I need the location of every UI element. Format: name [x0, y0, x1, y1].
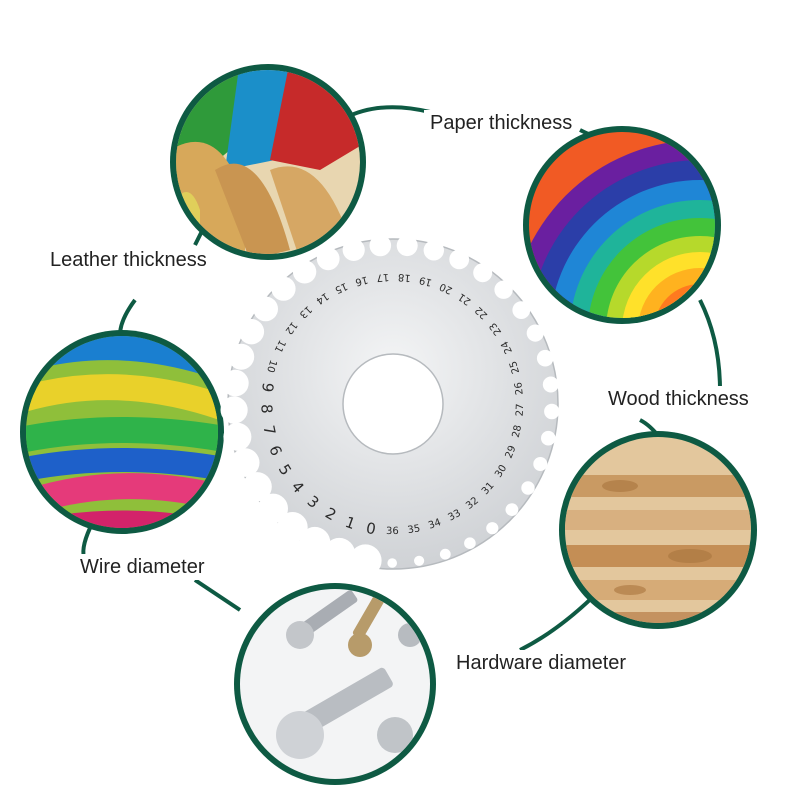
gauge-slot [299, 526, 331, 558]
gauge-slot [423, 240, 444, 261]
gauge-slot [223, 422, 252, 451]
gauge-number: 24 [499, 339, 515, 355]
gauge-slot [494, 280, 513, 299]
gauge-slot [387, 558, 398, 568]
gauge-number: 10 [264, 358, 278, 373]
gauge-number: 20 [438, 280, 454, 295]
gauge-slot [449, 249, 470, 270]
gauge-slot [316, 247, 340, 271]
gauge-number: 18 [398, 271, 412, 283]
gauge-center-hole [342, 353, 444, 455]
gauge-slots [220, 234, 560, 577]
gauge-number: 9 [258, 381, 277, 393]
gauge-slot [349, 544, 382, 577]
gauge-slot [277, 512, 308, 543]
gauge-slot [542, 376, 559, 393]
gauge-slot [253, 296, 278, 322]
gauge-number: 34 [427, 517, 443, 532]
wood-photo [559, 431, 757, 629]
leather-photo [170, 64, 366, 260]
gauge-slot [544, 403, 560, 420]
gauge-slot [464, 537, 476, 549]
paper-photo [523, 126, 721, 324]
hardware-photo [234, 583, 436, 785]
gauge-slot [486, 522, 499, 535]
wire-photo [20, 330, 224, 534]
label-leather-thickness: Leather thickness [44, 247, 213, 273]
gauge-number: 35 [407, 523, 421, 536]
gauge-slot [526, 324, 544, 342]
gauge-number: 17 [376, 271, 390, 283]
gauge-slot [521, 481, 535, 495]
gauge-slot [230, 448, 260, 477]
gauge-slot [228, 343, 255, 370]
gauge-number: 11 [272, 338, 288, 354]
gauge-slot [258, 493, 288, 524]
gauge-number: 25 [508, 360, 522, 375]
gauge-slot [505, 503, 519, 516]
gauge-slot [369, 234, 392, 257]
gauge-slot [541, 430, 556, 446]
gauge-slot [512, 301, 531, 319]
gauge-slot [222, 369, 249, 397]
gauge-slot [439, 548, 451, 560]
gauge-number: 19 [418, 274, 433, 288]
gauge-number: 7 [259, 424, 279, 437]
gauge-slot [396, 235, 418, 257]
gauge-number: 27 [515, 403, 527, 416]
gauge-number: 29 [504, 444, 519, 460]
gauge-number: 0 [365, 519, 378, 538]
gauge-slot [414, 555, 425, 566]
gauge-slot [292, 260, 317, 284]
gauge-slot [473, 263, 493, 283]
gauge-number: 8 [257, 404, 275, 414]
gauge-slot [342, 238, 365, 261]
gauge-slot [536, 349, 554, 367]
gauge-number: 33 [446, 508, 462, 524]
label-wire-diameter: Wire diameter [74, 554, 211, 580]
gauge-number: 28 [511, 424, 524, 439]
gauge-slot [271, 276, 296, 301]
gauge-number: 15 [333, 280, 349, 295]
label-hardware-diameter: Hardware diameter [450, 650, 633, 676]
gauge-number: 16 [354, 274, 369, 288]
gauge-slot [533, 457, 548, 471]
label-wood-thickness: Wood thickness [602, 386, 755, 412]
gauge-slot [323, 537, 356, 570]
label-paper-thickness: Paper thickness [424, 110, 579, 136]
gauge-number: 36 [386, 526, 399, 537]
gauge-slot [220, 396, 248, 424]
gauge-number: 26 [513, 381, 525, 395]
gauge-slot [238, 319, 265, 345]
gauge-slot [242, 472, 272, 502]
